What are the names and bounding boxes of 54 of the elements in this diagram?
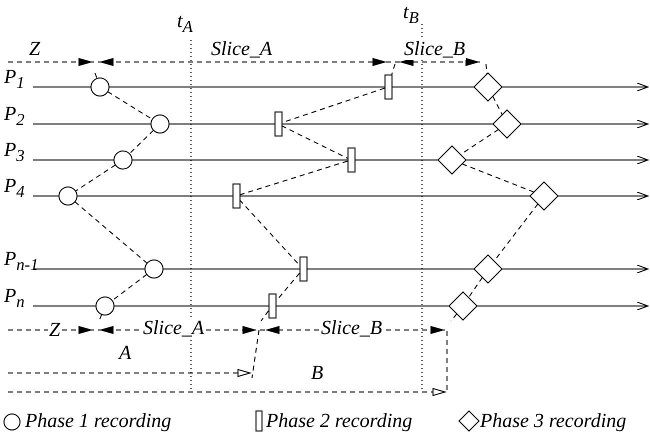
legend-text: Phase 1 recording <box>25 410 172 432</box>
cut-line <box>239 199 300 266</box>
recording-bar <box>274 111 282 137</box>
dimension-label: Slice_A <box>142 317 206 339</box>
process-label: P$_{n}$ <box>4 287 25 311</box>
recording-bar <box>384 74 392 100</box>
process-timeline <box>32 264 648 274</box>
circle-marker <box>150 114 170 134</box>
legend-text: Phase 2 recording <box>266 410 412 432</box>
diamond-marker <box>492 109 522 139</box>
circle-marker <box>95 296 115 316</box>
recording-bar <box>232 183 240 209</box>
recording-bar <box>268 293 276 319</box>
cut-line <box>391 64 396 76</box>
cut-line <box>129 130 154 154</box>
process-timeline <box>32 192 648 200</box>
circle-marker <box>58 186 78 206</box>
circle-marker <box>113 150 133 170</box>
diamond-marker <box>448 291 478 321</box>
process-label: P$_{3}$ <box>4 141 25 165</box>
dimension-label: Slice_B <box>320 317 384 339</box>
cut-line <box>486 64 488 75</box>
cut-line <box>492 96 503 116</box>
process-timeline <box>32 156 648 164</box>
process-timeline <box>32 82 648 92</box>
cut-line <box>260 310 269 322</box>
cut-line <box>112 274 148 302</box>
circle-marker <box>144 259 164 279</box>
cut-line <box>450 313 458 322</box>
recording-bar <box>346 147 356 173</box>
cut-line <box>239 160 348 196</box>
diamond-marker <box>529 181 559 211</box>
circle-marker <box>90 77 110 97</box>
diamond-marker <box>473 72 503 102</box>
process-timeline <box>32 120 648 128</box>
process-label: P$_{4}$ <box>4 177 25 201</box>
cut-line <box>74 201 148 264</box>
dimension-label: Slice_A <box>210 38 274 60</box>
cut-line <box>75 164 116 192</box>
process-timeline <box>32 302 648 310</box>
process-label: P$_{n-1}$ <box>4 250 38 274</box>
process-label: P$_{1}$ <box>4 68 25 92</box>
cut-line <box>107 91 153 120</box>
cut-line <box>468 276 483 298</box>
cut-line <box>281 125 348 159</box>
process-label: P$_{2}$ <box>4 105 25 129</box>
dimension-label: Slice_B <box>403 38 466 60</box>
diamond-marker <box>473 254 503 284</box>
recording-bar <box>298 256 308 282</box>
legend-text: Phase 3 recording <box>480 410 626 432</box>
cut-line <box>98 314 102 322</box>
cut-line <box>462 163 534 193</box>
cut-line <box>94 72 98 79</box>
diamond-marker <box>437 145 467 175</box>
